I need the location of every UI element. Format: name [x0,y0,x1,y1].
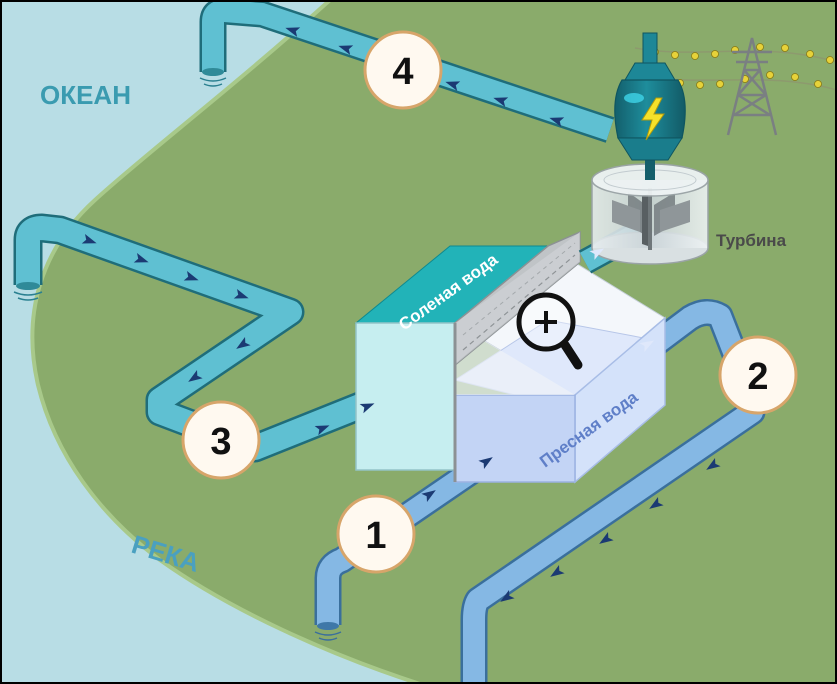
svg-text:3: 3 [210,421,231,463]
flow-arrows [81,27,721,602]
flow-arrow [285,27,301,37]
svg-text:2: 2 [747,356,768,398]
flow-arrow [445,81,461,91]
turbine-label: Турбина [716,231,787,250]
generator [614,32,686,180]
lightning-icon [641,97,665,141]
step-badge-4: 4 [363,30,443,110]
flow-arrow [549,117,565,127]
magnifier-plus-icon[interactable] [516,292,583,370]
flow-arrow [599,531,614,544]
pipe-1-freshwater-intake [314,440,508,641]
flow-arrow [133,252,149,263]
flow-arrow [188,369,203,382]
flow-arrow [493,97,509,107]
flow-arrow [233,288,249,299]
shoreline [30,0,421,684]
flow-arrow [421,490,436,503]
flow-arrow [550,564,565,577]
flow-arrow [314,425,330,436]
flow-arrow [183,270,199,281]
pipe-4-outflow [199,0,615,143]
flow-arrow [639,340,655,352]
pipe-3-saltwater-intake [13,213,386,463]
flow-arrow [81,233,97,244]
step-badge-3: 3 [181,400,261,480]
flow-arrow [706,457,721,470]
flow-arrow [649,496,664,509]
fresh-chamber [454,394,576,483]
flow-arrow [478,457,493,470]
step-badge-2: 2 [718,335,798,415]
ocean-label: ОКЕАН [40,80,131,110]
svg-text:1: 1 [365,515,386,557]
flow-arrow [589,248,605,260]
flow-arrow [500,589,515,602]
flow-arrow [236,336,251,349]
step-badge-1: 1 [336,494,416,574]
salt-chamber [355,322,456,471]
svg-text:4: 4 [392,51,413,93]
osmosis-tank: Соленая вода Пресная вода [354,230,667,484]
flow-arrow [359,403,375,414]
turbine: Турбина [591,163,787,265]
flow-arrow [338,45,354,55]
